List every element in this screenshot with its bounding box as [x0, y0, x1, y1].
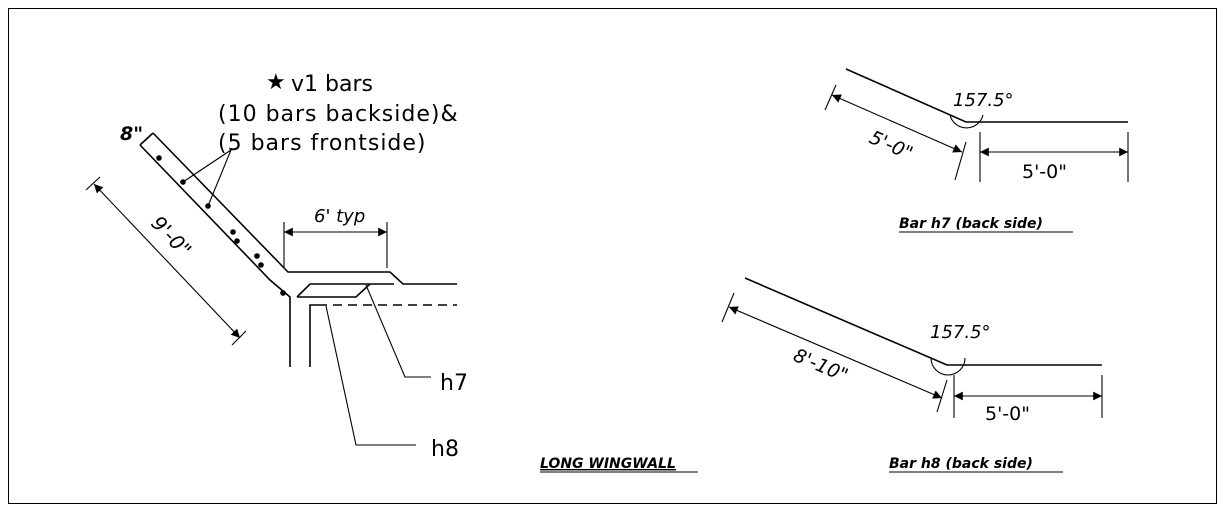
bar-h8-left-length: 8'-10" — [790, 344, 851, 387]
bar-h8-left-ext1 — [721, 292, 735, 323]
dim-ext-bottom — [231, 330, 247, 346]
bar-h8-left-dimension — [728, 306, 943, 399]
bar-h8-angle-label: 157.5° — [930, 322, 991, 343]
bar-h7-left-dimension — [831, 94, 963, 153]
h8-leader — [325, 305, 416, 446]
bar-h7-title: Bar h7 (back side) — [899, 216, 1043, 232]
bar-h7-detail: 157.5° 5'-0" 5'-0" Bar h7 (back side) — [824, 68, 1129, 233]
frontside-count-label: (5 bars frontside) — [218, 131, 427, 156]
bar-h8-detail: 157.5° 8'-10" 5'-0" Bar h8 (back side) — [721, 277, 1103, 473]
bar-h7-left-ext2 — [954, 141, 967, 181]
spacing-label: 6' typ — [314, 206, 365, 227]
wingwall-plan: ★ v1 bars (10 bars backside)& (5 bars fr… — [85, 70, 698, 473]
drawing-border — [8, 8, 1217, 504]
abutment-face — [309, 304, 318, 367]
h8-label: h8 — [431, 437, 459, 462]
thickness-label: 8" — [120, 123, 143, 145]
bar-h8-right-length: 5'-0" — [985, 403, 1030, 425]
star-icon: ★ — [266, 70, 286, 95]
bar-h7-right-length: 5'-0" — [1022, 161, 1067, 183]
wingwall-end — [139, 132, 154, 146]
bar-h8-title: Bar h8 (back side) — [889, 456, 1033, 472]
bar-h8-left-ext2 — [936, 379, 948, 413]
v1-bars-label: v1 bars — [291, 72, 373, 97]
bar-h7-shape — [845, 68, 1128, 123]
h7-label: h7 — [440, 371, 468, 396]
length-dimension-line — [93, 183, 241, 339]
wingwall-outer-face — [152, 132, 457, 285]
wingwall-title: LONG WINGWALL — [540, 456, 676, 472]
bar-h7-left-ext1 — [824, 84, 837, 111]
wall-stub-notch — [297, 283, 371, 298]
length-label: 9'-0" — [146, 211, 196, 262]
dim-ext-top — [85, 176, 101, 191]
backside-count-label: (10 bars backside)& — [218, 102, 459, 127]
wall-stub-top — [296, 283, 394, 298]
h7-leader — [365, 284, 431, 378]
bar-h7-angle-label: 157.5° — [953, 90, 1014, 111]
bar-h7-left-length: 5'-0" — [866, 126, 916, 164]
